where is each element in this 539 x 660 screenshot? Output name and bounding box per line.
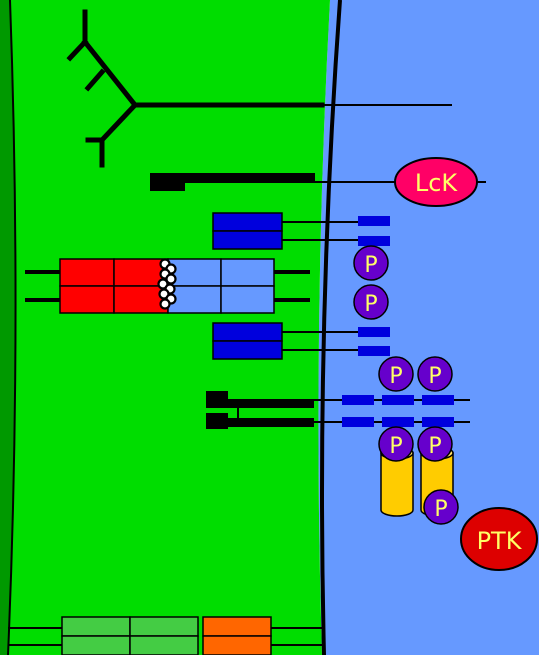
left-edge-region [0,0,16,655]
zeta-itam-2c [422,417,454,427]
lck-label: LcK [415,169,459,197]
zeta-itam-1b [382,395,414,405]
membrane-region [8,0,330,655]
branched-receptor [66,9,325,168]
cd3-upper-block-1 [212,212,283,232]
tcr-blue-block-3 [167,285,222,314]
zeta-itam-2b [382,417,414,427]
phospho-label: P [364,253,377,278]
coreceptor [150,173,486,191]
bottom-receptor [8,616,322,656]
cd3-upper-itam-2 [358,236,390,246]
zeta-body-2 [206,418,314,427]
zeta-body-1 [206,399,314,408]
tcr-red-block-4 [113,285,169,314]
zap70-cylinder-left [380,452,414,517]
phospho-circle [353,245,389,281]
coreceptor-body [150,173,315,183]
bottom-green-block-4 [129,635,199,656]
phospho-label: P [434,497,447,522]
phospho-site-2: P [353,284,389,320]
zeta-chains [206,391,470,429]
disulfide-bond-chain [157,258,177,310]
branch-lower [98,101,139,144]
phospho-site-3: P [378,356,414,392]
phospho-circle [378,356,414,392]
zeta-itam-1c [422,395,454,405]
cd3-upper [212,212,390,250]
left-membrane-line [7,0,17,656]
ptk-kinase: PTK [460,507,538,571]
lck-ellipse [394,157,478,207]
tcr-blue-block-4 [220,285,275,314]
phospho-label: P [364,292,377,317]
tcr-red-block-3 [59,285,115,314]
phospho-label: P [389,364,402,389]
bottom-green-block-3 [61,635,131,656]
phospho-circle [423,489,459,525]
bottom-orange-block-2 [202,635,272,656]
phospho-label: P [428,364,441,389]
bottom-green-block-2 [129,616,199,637]
bottom-green-block-1 [61,616,131,637]
tcr-blue-block-1 [167,258,222,287]
bottom-orange-block-1 [202,616,272,637]
cd3-upper-block-2 [212,230,283,250]
cd3-lower-block-1 [212,322,283,342]
phospho-circle [378,426,414,462]
cd3-lower-block-2 [212,340,283,360]
phospho-site-6: P [417,426,453,462]
phospho-site-1: P [353,245,389,281]
cd3-lower-itam-1 [358,327,390,337]
cd3-lower [212,322,390,360]
zeta-itam-2a [342,417,374,427]
phospho-site-5: P [378,426,414,462]
tcr-heterodimer [25,258,310,314]
right-membrane-line [320,0,342,656]
tcr-blue-block-2 [220,258,275,287]
tcr-red-block-1 [59,258,115,287]
lck-kinase: LcK [394,157,478,207]
ptk-label: PTK [477,527,523,555]
zeta-itam-1a [342,395,374,405]
ptk-ellipse [460,507,538,571]
branch-upper [81,38,139,109]
phospho-label: P [428,434,441,459]
branch-leaf-1 [66,38,89,62]
phospho-circle [353,284,389,320]
cd3-lower-itam-2 [358,346,390,356]
phospho-site-7: P [423,489,459,525]
cd3-upper-itam-1 [358,216,390,226]
cytoplasm-region [318,0,539,655]
phospho-site-4: P [417,356,453,392]
disulfide-bead [159,298,171,310]
phospho-circle [417,426,453,462]
phospho-circle [417,356,453,392]
phospho-label: P [389,434,402,459]
branch-leaf-2 [84,68,106,92]
